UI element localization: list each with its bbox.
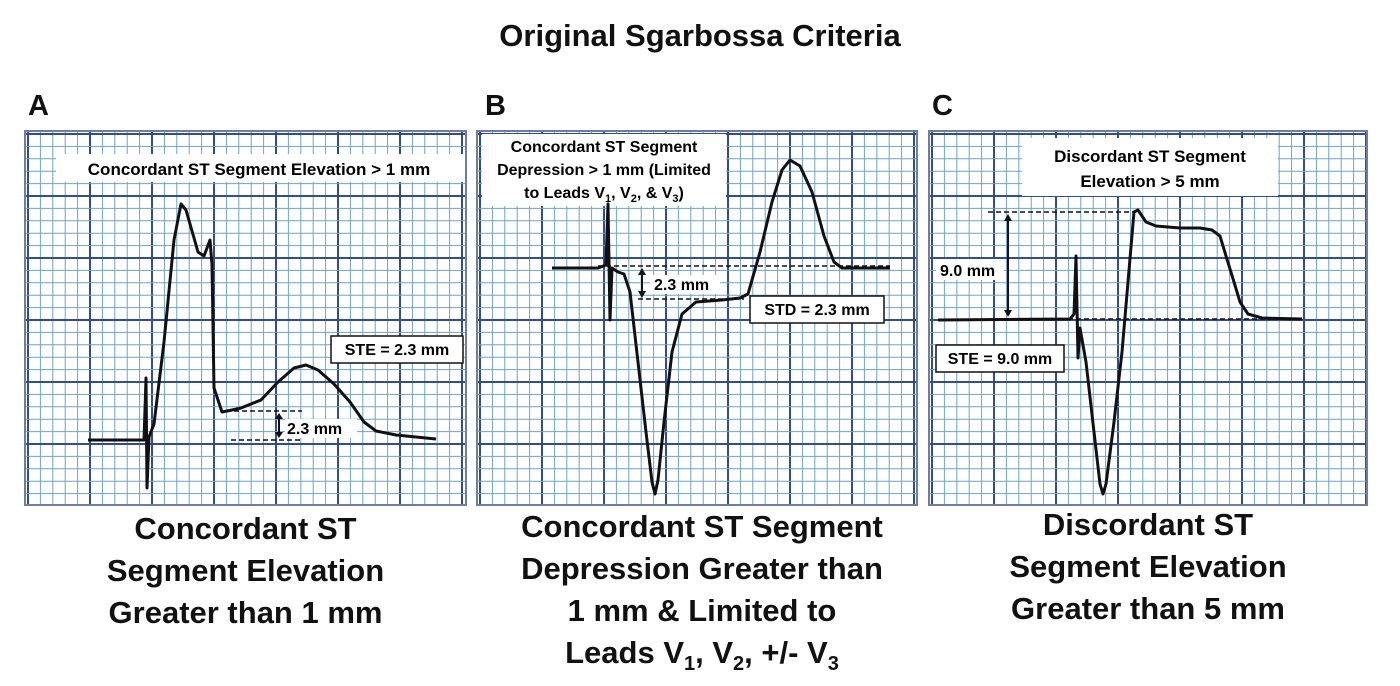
panel-c-header-line-1: Discordant ST Segment bbox=[1054, 147, 1246, 166]
panel-b-header-line-1: Concordant ST Segment bbox=[511, 139, 698, 156]
panel-a-ecg-strip: Concordant ST Segment Elevation > 1 mm 2… bbox=[24, 130, 467, 506]
panel-b-caption-line-2: Depression Greater than bbox=[521, 551, 883, 586]
panel-b-header-line-2: Depression > 1 mm (Limited bbox=[497, 162, 711, 179]
panel-a-measure-label: 2.3 mm bbox=[287, 421, 342, 438]
panel-c-header-box bbox=[1022, 138, 1278, 196]
panel-c-measure-label: 9.0 mm bbox=[940, 263, 995, 280]
panel-a-caption-line-1: Concordant ST bbox=[134, 511, 357, 546]
panel-c-letter: C bbox=[932, 90, 953, 122]
panel-a-caption-line-2: Segment Elevation bbox=[106, 553, 385, 588]
panel-c-value-label: STE = 9.0 mm bbox=[948, 351, 1053, 368]
panel-a-value-box bbox=[330, 335, 464, 364]
figure-title: Original Sgarbossa Criteria bbox=[499, 18, 901, 53]
panel-b-header-line-3: to Leads V1, V2, & V3) bbox=[524, 185, 684, 205]
panel-c-value-box bbox=[935, 344, 1065, 373]
panel-a-ecg-trace bbox=[88, 202, 437, 490]
panel-b-caption-line-4: Leads V1, V2, +/- V3 bbox=[565, 635, 839, 676]
panel-a-value-label: STE = 2.3 mm bbox=[345, 342, 450, 359]
panel-b-value-label: STD = 2.3 mm bbox=[764, 302, 869, 319]
panel-b-caption-line-1: Concordant ST Segment bbox=[521, 509, 883, 544]
panel-b-ecg-svg: Concordant ST Segment Depression > 1 mm … bbox=[478, 132, 916, 504]
panel-a-caption-line-3: Greater than 1 mm bbox=[108, 595, 383, 630]
panel-b-header-box bbox=[482, 134, 726, 206]
panel-b-value-box bbox=[749, 295, 885, 324]
panel-c-ecg-strip: Discordant ST Segment Elevation > 5 mm 9… bbox=[928, 130, 1368, 506]
panel-b-caption: Concordant ST Segment Depression Greater… bbox=[476, 506, 928, 685]
panel-b-measure-label: 2.3 mm bbox=[654, 277, 709, 294]
panel-a-grid bbox=[26, 132, 465, 504]
panel-c-caption-line-1: Discordant ST bbox=[1042, 507, 1254, 542]
panel-a-letter: A bbox=[28, 90, 49, 122]
panel-c-caption: Discordant ST Segment Elevation Greater … bbox=[928, 504, 1368, 630]
panel-b-letter: B bbox=[485, 90, 506, 122]
panel-c-header-line-2: Elevation > 5 mm bbox=[1080, 172, 1219, 191]
panel-c-ecg-svg: Discordant ST Segment Elevation > 5 mm 9… bbox=[930, 132, 1366, 504]
panel-c-caption-line-2: Segment Elevation bbox=[1009, 549, 1287, 584]
panel-a-caption: Concordant ST Segment Elevation Greater … bbox=[24, 508, 467, 634]
panel-c-caption-line-3: Greater than 5 mm bbox=[1011, 591, 1285, 626]
panel-a-header-box bbox=[56, 154, 465, 182]
panel-b-caption-line-3: 1 mm & Limited to bbox=[567, 593, 837, 628]
panel-a-ecg-svg: Concordant ST Segment Elevation > 1 mm 2… bbox=[26, 132, 465, 504]
panel-b-ecg-strip: Concordant ST Segment Depression > 1 mm … bbox=[476, 130, 918, 506]
panel-c-ecg-trace bbox=[937, 208, 1303, 496]
panel-b-ecg-trace bbox=[552, 158, 890, 496]
panel-a-header-text: Concordant ST Segment Elevation > 1 mm bbox=[88, 160, 430, 179]
